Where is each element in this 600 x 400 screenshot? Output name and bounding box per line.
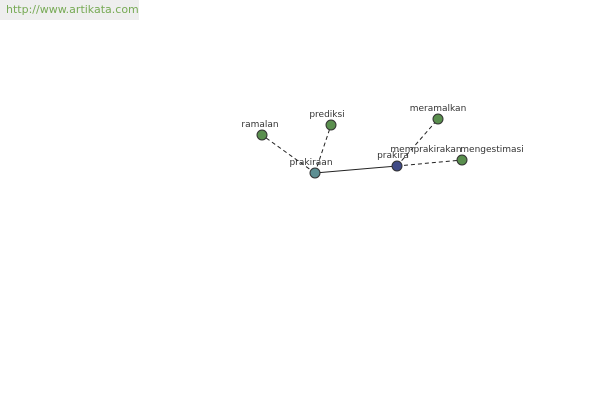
edge-prakira-meramalkan bbox=[396, 118, 439, 167]
edge-prakiraan-prediksi bbox=[314, 124, 332, 174]
node-memprakirakan[interactable]: memprakirakan bbox=[390, 145, 461, 155]
graph-nodes: prakiraan prakira ramalan prediksi meramalka… bbox=[241, 104, 524, 179]
node-ramalan[interactable]: ramalan bbox=[241, 120, 279, 141]
node-label-prakiraan: prakiraan bbox=[289, 158, 332, 168]
edge-prakiraan-prakira bbox=[314, 165, 398, 174]
node-circle-ramalan[interactable] bbox=[256, 129, 268, 141]
node-mengestimasi[interactable]: mengestimasi bbox=[456, 145, 524, 166]
node-circle-prediksi[interactable] bbox=[325, 119, 337, 131]
source-url-watermark: http://www.artikata.com bbox=[0, 0, 139, 20]
node-label-meramalkan: meramalkan bbox=[410, 104, 467, 114]
edge-prakiraan-ramalan bbox=[261, 134, 316, 174]
node-label-mengestimasi: mengestimasi bbox=[460, 145, 523, 155]
node-circle-mengestimasi[interactable] bbox=[456, 154, 468, 166]
node-circle-prakiraan[interactable] bbox=[309, 167, 321, 179]
node-label-prediksi: prediksi bbox=[309, 110, 344, 120]
node-prakira[interactable]: prakira bbox=[377, 151, 409, 172]
source-url-text: http://www.artikata.com bbox=[6, 3, 139, 16]
node-meramalkan[interactable]: meramalkan bbox=[410, 104, 467, 125]
node-prediksi[interactable]: prediksi bbox=[309, 110, 345, 131]
node-circle-meramalkan[interactable] bbox=[432, 113, 444, 125]
node-label-ramalan: ramalan bbox=[241, 120, 278, 130]
node-label-prakira: prakira bbox=[377, 151, 409, 161]
edge-prakira-mengestimasi bbox=[396, 159, 463, 167]
graph-edges bbox=[261, 118, 463, 174]
node-label-memprakirakan: memprakirakan bbox=[390, 145, 461, 155]
node-circle-prakira[interactable] bbox=[391, 160, 403, 172]
node-prakiraan[interactable]: prakiraan bbox=[289, 158, 333, 179]
